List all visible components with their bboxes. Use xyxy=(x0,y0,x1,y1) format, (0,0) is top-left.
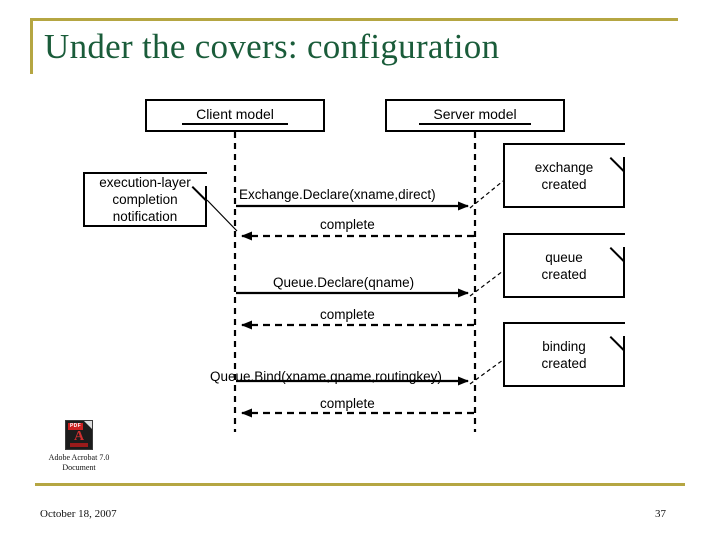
message-label-2: complete xyxy=(320,217,375,232)
footer-rule xyxy=(35,483,685,486)
page-fold-icon xyxy=(84,421,92,429)
page-title: Under the covers: configuration xyxy=(44,27,500,66)
note-fold-corner-binding xyxy=(611,322,625,336)
embedded-object-caption-line1: Adobe Acrobat 7.0 xyxy=(48,453,110,462)
note-line-3: notification xyxy=(112,209,178,224)
embedded-object-caption-line2: Document xyxy=(62,463,96,472)
note-leader-client xyxy=(206,199,238,232)
note-binding-created[interactable]: binding created xyxy=(503,322,625,387)
note-fold-corner-client xyxy=(193,172,207,186)
note-queue-created[interactable]: queue created xyxy=(503,233,625,298)
lifeline-box-server[interactable]: Server model xyxy=(385,99,565,132)
embedded-object-caption: Adobe Acrobat 7.0 Document xyxy=(36,453,122,473)
title-rule-top xyxy=(30,18,678,21)
lifeline-box-client[interactable]: Client model xyxy=(145,99,325,132)
note-execution-layer[interactable]: execution-layer completion notification xyxy=(83,172,207,227)
message-label-5: Queue.Bind(xname,qname,routingkey) xyxy=(210,369,442,384)
lifeline-label-server: Server model xyxy=(419,106,531,125)
note-line-1: queue xyxy=(545,249,583,265)
note-leader-queue xyxy=(469,270,504,297)
note-exchange-created[interactable]: exchange created xyxy=(503,143,625,208)
message-label-1: Exchange.Declare(xname,direct) xyxy=(239,187,436,202)
note-line-2: created xyxy=(541,176,587,192)
note-line-1: execution-layer xyxy=(99,175,191,190)
note-line-1: exchange xyxy=(534,159,594,175)
message-label-3: Queue.Declare(qname) xyxy=(273,275,415,290)
note-leader-exchange xyxy=(469,180,504,209)
embedded-pdf-object[interactable]: PDF A Adobe Acrobat 7.0 Document xyxy=(36,420,122,473)
note-line-2: completion xyxy=(112,192,178,207)
note-line-2: created xyxy=(541,355,587,371)
title-rule-left xyxy=(30,18,33,74)
note-line-2: created xyxy=(541,266,587,282)
lifeline-label-client: Client model xyxy=(182,106,288,125)
note-fold-corner-queue xyxy=(611,233,625,247)
note-line-1: binding xyxy=(542,338,586,354)
note-fold-corner-exchange xyxy=(611,143,625,157)
pdf-badge: PDF xyxy=(68,423,83,430)
acrobat-a-icon: A xyxy=(73,429,85,444)
footer-date: October 18, 2007 xyxy=(40,508,117,520)
message-label-6: complete xyxy=(320,396,375,411)
footer-page-number: 37 xyxy=(655,508,666,520)
pdf-document-icon[interactable]: PDF A xyxy=(65,420,93,450)
acrobat-base-bar-icon xyxy=(70,443,88,447)
message-label-4: complete xyxy=(320,307,375,322)
